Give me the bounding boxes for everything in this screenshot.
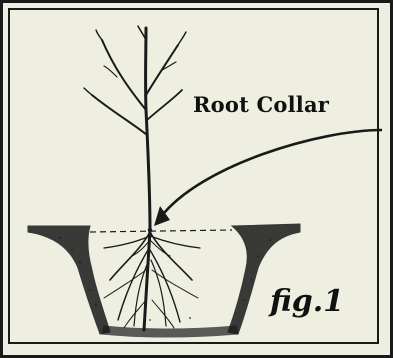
figure-label: fig.1 [270, 284, 344, 319]
root-collar-label: Root Collar [193, 92, 329, 117]
sapling [84, 26, 186, 230]
hole-left-wall [28, 226, 110, 334]
trunk [146, 28, 150, 230]
branch-right-small [147, 90, 182, 120]
pointer-arrow [160, 130, 382, 218]
soil-line [90, 230, 232, 232]
branch-left-upper [102, 40, 146, 110]
root-system [104, 230, 200, 330]
hole-bottom [102, 326, 238, 337]
root-collar-point [148, 228, 152, 232]
